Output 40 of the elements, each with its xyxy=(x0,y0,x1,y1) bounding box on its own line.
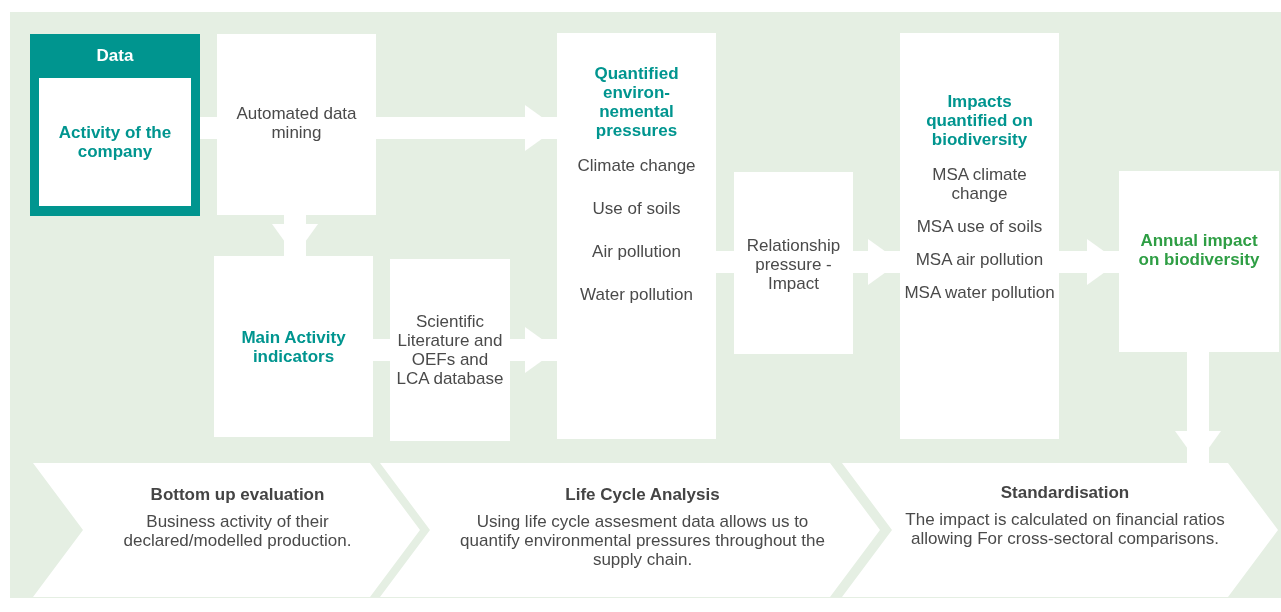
process-box xyxy=(900,33,1059,439)
process-box xyxy=(217,34,376,215)
stage-heading: Life Cycle Analysis xyxy=(565,485,720,504)
process-box xyxy=(1119,171,1279,352)
box-text: MSA climate change xyxy=(931,165,1028,203)
process-box xyxy=(390,259,510,441)
box-text: MSA use of soils xyxy=(916,217,1043,236)
box-text: MSA air pollution xyxy=(915,250,1044,269)
box-text: Relationship pressure - Impact xyxy=(745,236,842,293)
box-text: Business activity of their declared/modelled production. xyxy=(122,512,353,550)
block-arrow xyxy=(1175,352,1221,463)
block-arrow xyxy=(272,215,318,256)
box-heading: Impacts quantified on biodiversity xyxy=(925,92,1034,149)
block-arrow xyxy=(1059,239,1119,285)
box-text: Use of soils xyxy=(592,199,681,218)
stage-heading: Bottom up evaluation xyxy=(150,485,325,504)
box-text: The impact is calculated on financial ratios allowing For cross-sectoral comparisons. xyxy=(904,510,1226,548)
chevron-banner xyxy=(842,463,1278,597)
box-text: Using life cycle assesment data allows us to quantify environmental pressures throughout the supply chain. xyxy=(459,512,826,569)
box-heading: Annual impact on biodiversity xyxy=(1137,231,1261,269)
process-box xyxy=(214,256,373,437)
box-heading: Activity of the company xyxy=(57,123,173,161)
box-text: Air pollution xyxy=(592,242,681,261)
block-arrow xyxy=(376,105,557,151)
block-arrow xyxy=(853,239,900,285)
box-text: MSA water pollution xyxy=(904,283,1055,302)
group-box xyxy=(30,34,200,216)
group-heading: Data xyxy=(96,46,134,65)
box-text: Climate change xyxy=(577,156,696,175)
box-heading: Quantified environ- nemental pressures xyxy=(593,64,680,140)
box-heading: Main Activity indicators xyxy=(240,327,347,366)
stage-heading: Standardisation xyxy=(1000,483,1130,502)
block-arrow xyxy=(510,327,557,373)
process-box xyxy=(734,172,853,354)
box-text: Water pollution xyxy=(580,285,693,304)
chevron-banner xyxy=(33,463,420,597)
process-box xyxy=(39,78,191,206)
process-box xyxy=(557,33,716,439)
box-text: Scientific Literature and OEFs and LCA database xyxy=(395,312,505,388)
box-text: Automated data mining xyxy=(235,104,358,142)
